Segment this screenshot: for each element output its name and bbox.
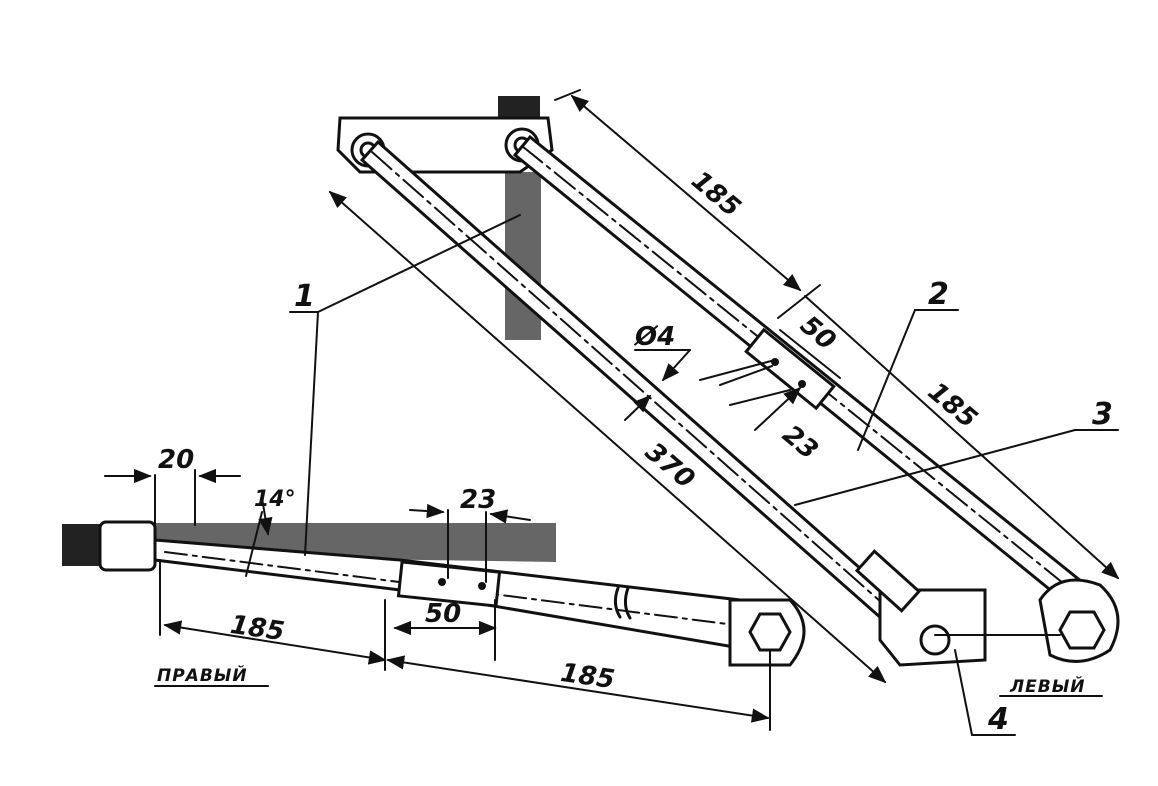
right-view-title: ПРАВЫЙ [157,664,248,686]
callout-1: 1 [294,279,315,314]
left-hex-bolt [748,612,792,652]
dim-50-right: 50 [794,310,841,356]
dim-23-left: 23 [460,485,496,515]
right-hex-bolt [1058,610,1106,650]
dim-185-left-b: 185 [559,658,617,695]
right-side-assembly: 20 14° 23 50 185 185 ПРАВЫЙ [62,445,806,731]
callout-3: 3 [1092,397,1113,432]
dim-diameter: Ø4 [633,322,675,352]
left-threaded-end [62,524,102,566]
dim-185-lower: 185 [922,377,983,435]
left-side-assembly: 185 185 50 23 Ø4 370 ЛЕВЫЙ 1 2 3 4 [289,89,1120,737]
callout-2: 2 [928,277,949,312]
dim-angle: 14° [254,487,296,512]
left-view-title: ЛЕВЫЙ [1009,675,1086,697]
callout-4: 4 [987,702,1009,737]
dim-23-right: 23 [776,420,823,466]
dim-185-left-a: 185 [228,610,286,647]
dim-50-left: 50 [425,599,461,629]
dim-185-top: 185 [685,165,746,223]
bottom-left-eye [919,624,951,656]
left-nut [98,520,157,572]
post-cap [498,96,540,120]
dim-20: 20 [158,445,194,475]
